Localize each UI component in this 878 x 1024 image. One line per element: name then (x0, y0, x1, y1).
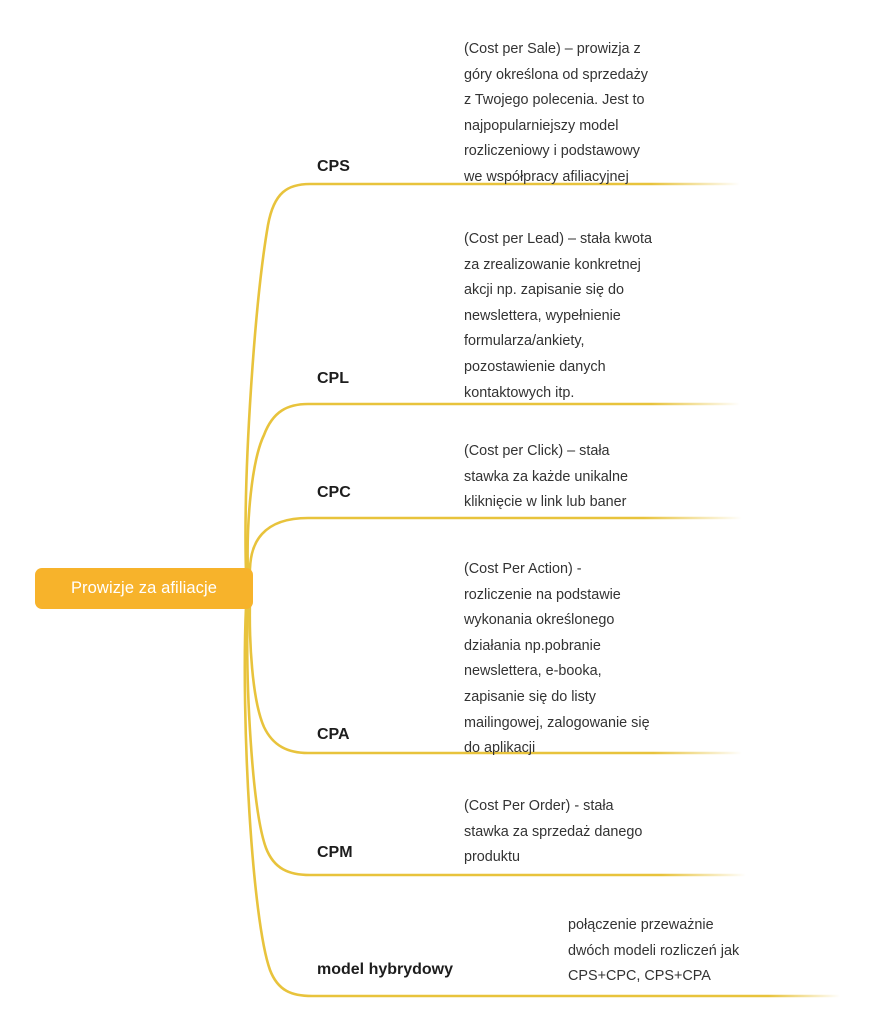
branch-title-cpm[interactable]: CPM (317, 844, 353, 861)
branch-title-cps[interactable]: CPS (317, 158, 350, 175)
root-node[interactable]: Prowizje za afiliacje (35, 568, 253, 609)
branch-title-hybryda[interactable]: model hybrydowy (317, 961, 454, 978)
branch-description-cps: (Cost per Sale) – prowizja z góry określ… (464, 41, 648, 185)
root-node-label: Prowizje za afiliacje (70, 579, 218, 597)
branch-title-cpl[interactable]: CPL (317, 370, 349, 387)
branch-description-hybryda: połączenie przeważnie dwóch modeli rozli… (568, 917, 740, 985)
branch-title-cpc[interactable]: CPC (317, 484, 351, 501)
branch-title-cpa[interactable]: CPA (317, 726, 350, 743)
branch-description-cpm: (Cost Per Order) - stała stawka za sprze… (464, 798, 643, 866)
branch-description-cpl: (Cost per Lead) – stała kwota za zrealiz… (464, 231, 652, 401)
branch-description-cpc: (Cost per Click) – stała stawka za każde… (464, 443, 628, 511)
branch-description-cpa: (Cost Per Action) - rozliczenie na podst… (464, 561, 650, 757)
